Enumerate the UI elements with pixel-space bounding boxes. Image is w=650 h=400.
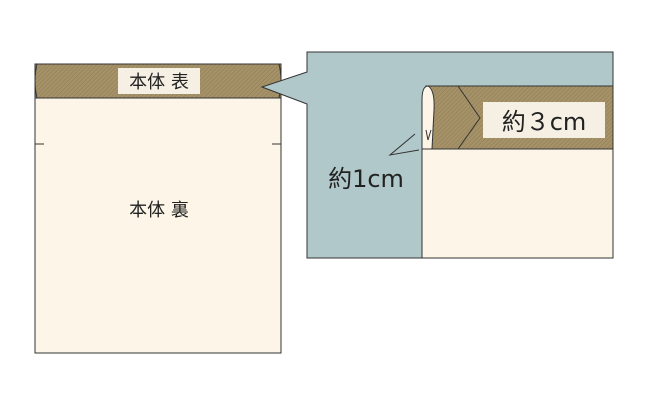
gap-arrow-mark	[425, 129, 432, 141]
fabric-panel-back	[34, 97, 282, 354]
fold-width-arrow	[457, 85, 481, 150]
front-label: 本体 表	[129, 72, 189, 93]
front-label-bg	[118, 68, 200, 94]
fold-width-label: 約３cm	[502, 108, 587, 136]
zoom-fold-edge	[421, 85, 435, 150]
gap-label: 約1cm	[328, 165, 404, 193]
fold-width-label-bg	[483, 102, 605, 138]
back-label: 本体 裏	[129, 200, 189, 221]
gap-pointer	[388, 133, 420, 156]
band-left-roll	[34, 63, 38, 99]
zoom-fabric-back	[421, 148, 614, 259]
